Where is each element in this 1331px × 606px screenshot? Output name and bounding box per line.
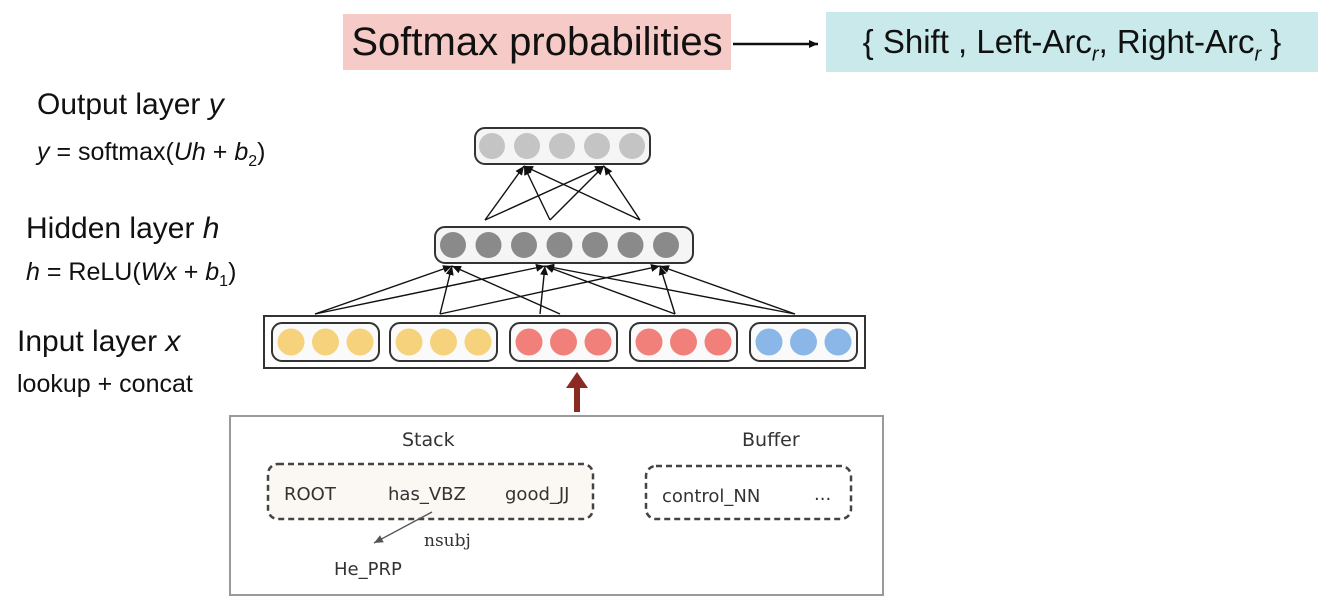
- output-classes-label: { Shift , Left-Arcr, Right-Arcr }: [826, 12, 1318, 72]
- hidden-node: [475, 232, 502, 258]
- nsubj-label: nsubj: [424, 531, 471, 551]
- input-node: [515, 328, 543, 356]
- output-node: [479, 133, 505, 159]
- nsubj-dependency-arrow: [373, 511, 433, 544]
- output-node: [549, 133, 575, 159]
- softmax-probabilities-label: Softmax probabilities: [343, 14, 731, 70]
- buffer-item-ellipsis: ...: [814, 484, 832, 505]
- classes-sub-1: r: [1091, 43, 1099, 66]
- hidden-node: [582, 232, 608, 258]
- input-node: [346, 328, 374, 356]
- output-node: [584, 133, 610, 159]
- input-node: [704, 328, 732, 356]
- buffer-label: Buffer: [742, 429, 800, 451]
- input-node: [550, 328, 577, 356]
- input-node: [584, 328, 612, 356]
- input-node: [755, 328, 783, 356]
- input-node: [395, 328, 423, 356]
- stack-label: Stack: [402, 429, 455, 451]
- input-node: [464, 328, 492, 356]
- input-node: [430, 328, 457, 356]
- output-layer-title: Output layer y: [37, 88, 224, 121]
- hidden-node: [546, 232, 573, 258]
- classes-sub-2: r: [1254, 43, 1262, 66]
- dependent-he: He_PRP: [334, 559, 402, 580]
- config-to-input-arrow-head: [566, 372, 588, 388]
- input-node: [824, 328, 852, 356]
- hidden-layer-equation: h = ReLU(Wx + b1): [26, 258, 237, 290]
- hidden-to-output-connections: [484, 165, 641, 221]
- classes-close: }: [1261, 23, 1282, 60]
- hidden-node: [440, 232, 466, 258]
- input-layer-title: Input layer x: [17, 325, 181, 358]
- output-layer-equation: y = softmax(Uh + b2): [37, 138, 266, 170]
- hidden-node: [511, 232, 537, 258]
- hidden-layer-title: Hidden layer h: [26, 212, 220, 245]
- input-node: [277, 328, 305, 356]
- output-node: [514, 133, 540, 159]
- input-to-hidden-connections: [314, 263, 796, 315]
- hidden-node: [653, 232, 679, 258]
- buffer-item-control: control_NN: [662, 486, 761, 507]
- input-layer-subtitle: lookup + concat: [17, 370, 193, 398]
- input-node: [635, 328, 663, 356]
- classes-mid: , Right-Arc: [1098, 23, 1255, 60]
- buffer-box: [644, 464, 853, 521]
- classes-open: { Shift , Left-Arc: [862, 23, 1092, 60]
- stack-item-good: good_JJ: [505, 484, 570, 505]
- output-node: [619, 133, 645, 159]
- hidden-node: [617, 232, 644, 258]
- input-node: [790, 328, 817, 356]
- input-node: [312, 328, 339, 356]
- stack-box: [266, 462, 595, 521]
- input-node: [670, 328, 697, 356]
- stack-item-has: has_VBZ: [388, 484, 466, 505]
- stack-item-root: ROOT: [284, 484, 336, 505]
